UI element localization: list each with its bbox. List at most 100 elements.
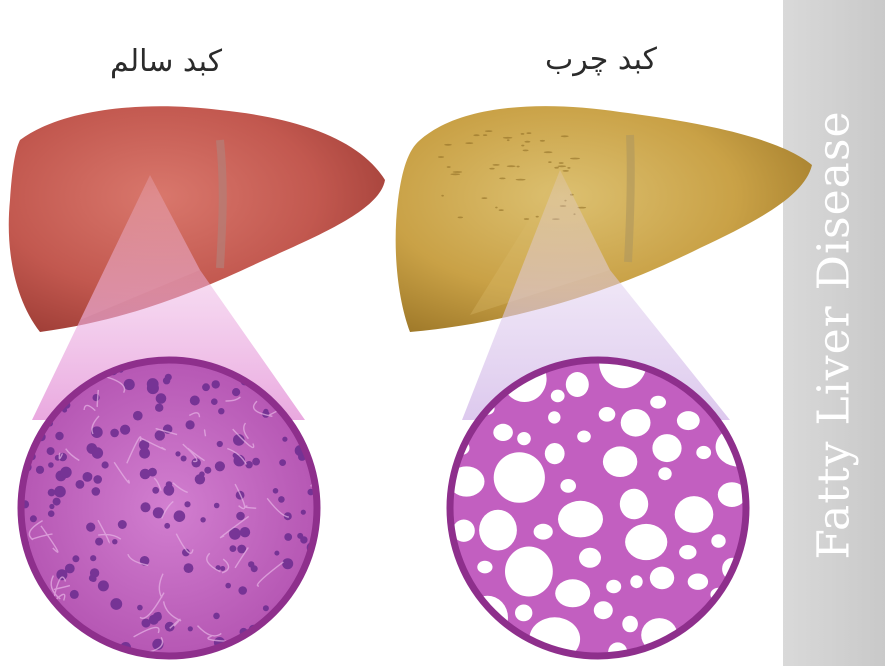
liver-speck <box>563 170 569 172</box>
cell-nucleus <box>34 630 46 642</box>
healthy-liver-label: کبد سالم <box>110 44 222 79</box>
fat-vacuole <box>577 431 591 443</box>
liver-speck <box>450 173 460 175</box>
cell-nucleus <box>49 504 54 509</box>
cell-nucleus <box>232 388 240 396</box>
cell-nucleus <box>112 539 117 544</box>
liver-speck <box>473 134 479 136</box>
cell-border <box>28 408 32 429</box>
cell-nucleus <box>215 461 225 471</box>
cell-nucleus <box>299 589 311 601</box>
fat-vacuole <box>688 574 708 590</box>
fat-vacuole <box>696 446 711 459</box>
cell-nucleus <box>274 551 279 556</box>
cell-nucleus <box>98 580 109 591</box>
cell-nucleus <box>303 620 310 627</box>
liver-speck <box>499 178 505 180</box>
cell-nucleus <box>139 448 150 459</box>
cell-nucleus <box>156 612 162 618</box>
fat-vacuole <box>517 432 531 445</box>
fat-vacuole <box>505 547 553 597</box>
cell-nucleus <box>211 398 218 405</box>
liver-speck <box>524 218 529 220</box>
cell-nucleus <box>278 635 286 643</box>
fat-vacuole <box>555 579 590 607</box>
liver-speck <box>548 161 552 163</box>
cell-nucleus <box>30 515 37 522</box>
fat-vacuole <box>534 524 553 540</box>
liver-speck <box>540 140 545 142</box>
fat-vacuole <box>622 616 638 633</box>
liver-speck <box>444 144 452 146</box>
cell-nucleus <box>93 394 100 401</box>
fat-vacuole <box>560 479 576 493</box>
fat-vacuole <box>696 623 727 656</box>
cell-nucleus <box>56 569 67 580</box>
cell-border <box>303 367 311 386</box>
cell-nucleus <box>295 593 303 601</box>
cell-nucleus <box>163 377 170 384</box>
cell-nucleus <box>53 498 61 506</box>
cell-nucleus <box>76 480 85 489</box>
cell-nucleus <box>200 517 205 522</box>
cell-nucleus <box>54 486 66 498</box>
cell-nucleus <box>202 383 210 391</box>
fat-vacuole <box>650 567 674 590</box>
cell-nucleus <box>245 461 252 468</box>
liver-speck <box>536 216 539 218</box>
fat-vacuole <box>548 411 560 423</box>
fat-vacuole <box>621 409 651 437</box>
liver-speck <box>521 145 524 147</box>
cell-nucleus <box>110 598 122 610</box>
cell-nucleus <box>47 447 55 455</box>
cell-nucleus <box>236 512 245 521</box>
cell-nucleus <box>48 510 55 517</box>
cell-nucleus <box>90 568 99 577</box>
fat-vacuole <box>545 443 565 464</box>
liver-speck <box>516 179 526 181</box>
cell-nucleus <box>279 459 286 466</box>
fat-vacuole <box>711 534 725 547</box>
cell-nucleus <box>186 420 195 429</box>
cell-nucleus <box>95 538 103 546</box>
cell-nucleus <box>181 456 187 462</box>
cell-nucleus <box>220 566 225 571</box>
cell-nucleus <box>55 432 63 440</box>
cell-nucleus <box>263 605 269 611</box>
fat-vacuole <box>599 407 616 422</box>
liver-speck <box>526 132 531 134</box>
fat-vacuole <box>606 580 621 594</box>
cell-nucleus <box>67 626 76 635</box>
fatty-liver-label: کبد چرب <box>545 42 657 77</box>
fat-vacuole <box>625 524 667 560</box>
cell-nucleus <box>141 502 151 512</box>
cell-nucleus <box>147 378 159 390</box>
liver-speck <box>493 164 500 166</box>
liver-speck <box>485 130 493 132</box>
cell-nucleus <box>312 364 317 369</box>
liver-speck <box>558 165 567 167</box>
liver-speck <box>554 167 559 169</box>
cell-nucleus <box>23 579 31 587</box>
liver-speck <box>499 209 504 211</box>
fat-vacuole <box>551 390 565 403</box>
liver-speck <box>453 171 463 173</box>
fat-vacuole <box>477 561 492 574</box>
cell-nucleus <box>155 404 163 412</box>
cell-nucleus <box>36 466 44 474</box>
cell-nucleus <box>240 527 250 537</box>
cell-nucleus <box>70 590 79 599</box>
fat-vacuole <box>448 377 473 398</box>
cell-border <box>205 430 206 436</box>
liver-speck <box>567 167 570 169</box>
liver-speck <box>521 133 525 135</box>
cell-nucleus <box>165 487 174 496</box>
cell-nucleus <box>90 555 96 561</box>
liver-speck <box>458 217 463 219</box>
fat-vacuole <box>620 489 648 520</box>
fat-vacuole <box>603 446 637 477</box>
fat-vacuole <box>594 601 613 619</box>
liver-speck <box>561 135 569 137</box>
cell-nucleus <box>225 583 231 589</box>
